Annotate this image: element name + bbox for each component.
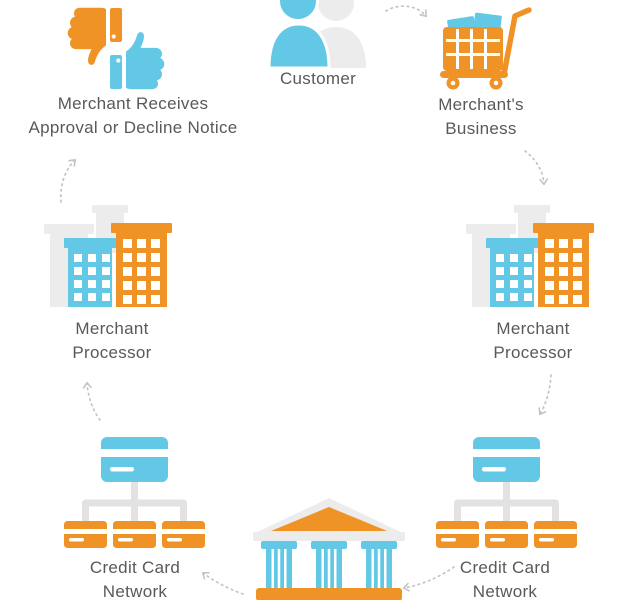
arrow-customer-to-business: [385, 5, 427, 18]
arrow-network-left-to-processor: [82, 381, 101, 421]
merchant-processor-right-label: Merchant Processor: [493, 319, 573, 362]
customer-people-icon: [268, 0, 366, 68]
credit-card-network-icon: [436, 437, 577, 549]
customer-label: Customer: [279, 69, 357, 88]
shopping-cart-icon: [440, 7, 532, 90]
credit-card-network-right-label: Credit Card Network: [459, 558, 551, 600]
buildings-icon: [466, 205, 594, 307]
bank-icon: [253, 498, 405, 600]
merchant-processor-left-label: Merchant Processor: [72, 319, 152, 362]
credit-card-network-icon: [64, 437, 205, 549]
thumbs-up-down-icon: [67, 7, 165, 90]
arrow-business-to-processor: [524, 150, 549, 186]
arrow-processor-to-notice: [60, 158, 77, 203]
arrow-bank-to-network-left: [201, 572, 244, 595]
buildings-icon: [44, 205, 172, 307]
merchant-receives-label: Merchant Receives Approval or Decline No…: [28, 94, 238, 137]
arrow-processor-to-network-right: [538, 374, 552, 416]
merchants-business-label: Merchant's Business: [438, 95, 524, 138]
credit-card-network-left-label: Credit Card Network: [89, 558, 181, 600]
